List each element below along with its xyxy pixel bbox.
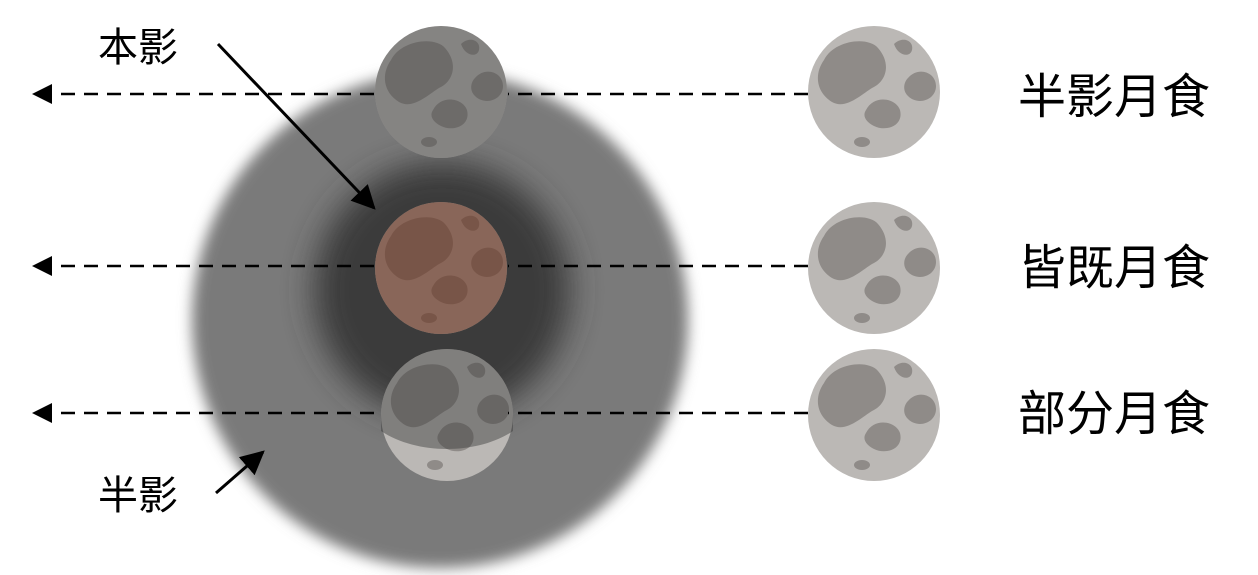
penumbral-eclipse-label: 半影月食 [1018, 69, 1210, 125]
umbra-label: 本影 [98, 25, 178, 71]
moon-right-1 [808, 26, 940, 158]
moon-total-eclipse [375, 202, 507, 334]
moon-penumbral-shadowed [375, 26, 507, 158]
partial-eclipse-label: 部分月食 [1018, 386, 1210, 442]
penumbra-label: 半影 [98, 473, 178, 519]
total-eclipse-label: 皆既月食 [1018, 240, 1210, 296]
moon-right-2 [808, 202, 940, 334]
moon-partial-eclipse [381, 349, 513, 481]
moon-right-3 [808, 349, 940, 481]
